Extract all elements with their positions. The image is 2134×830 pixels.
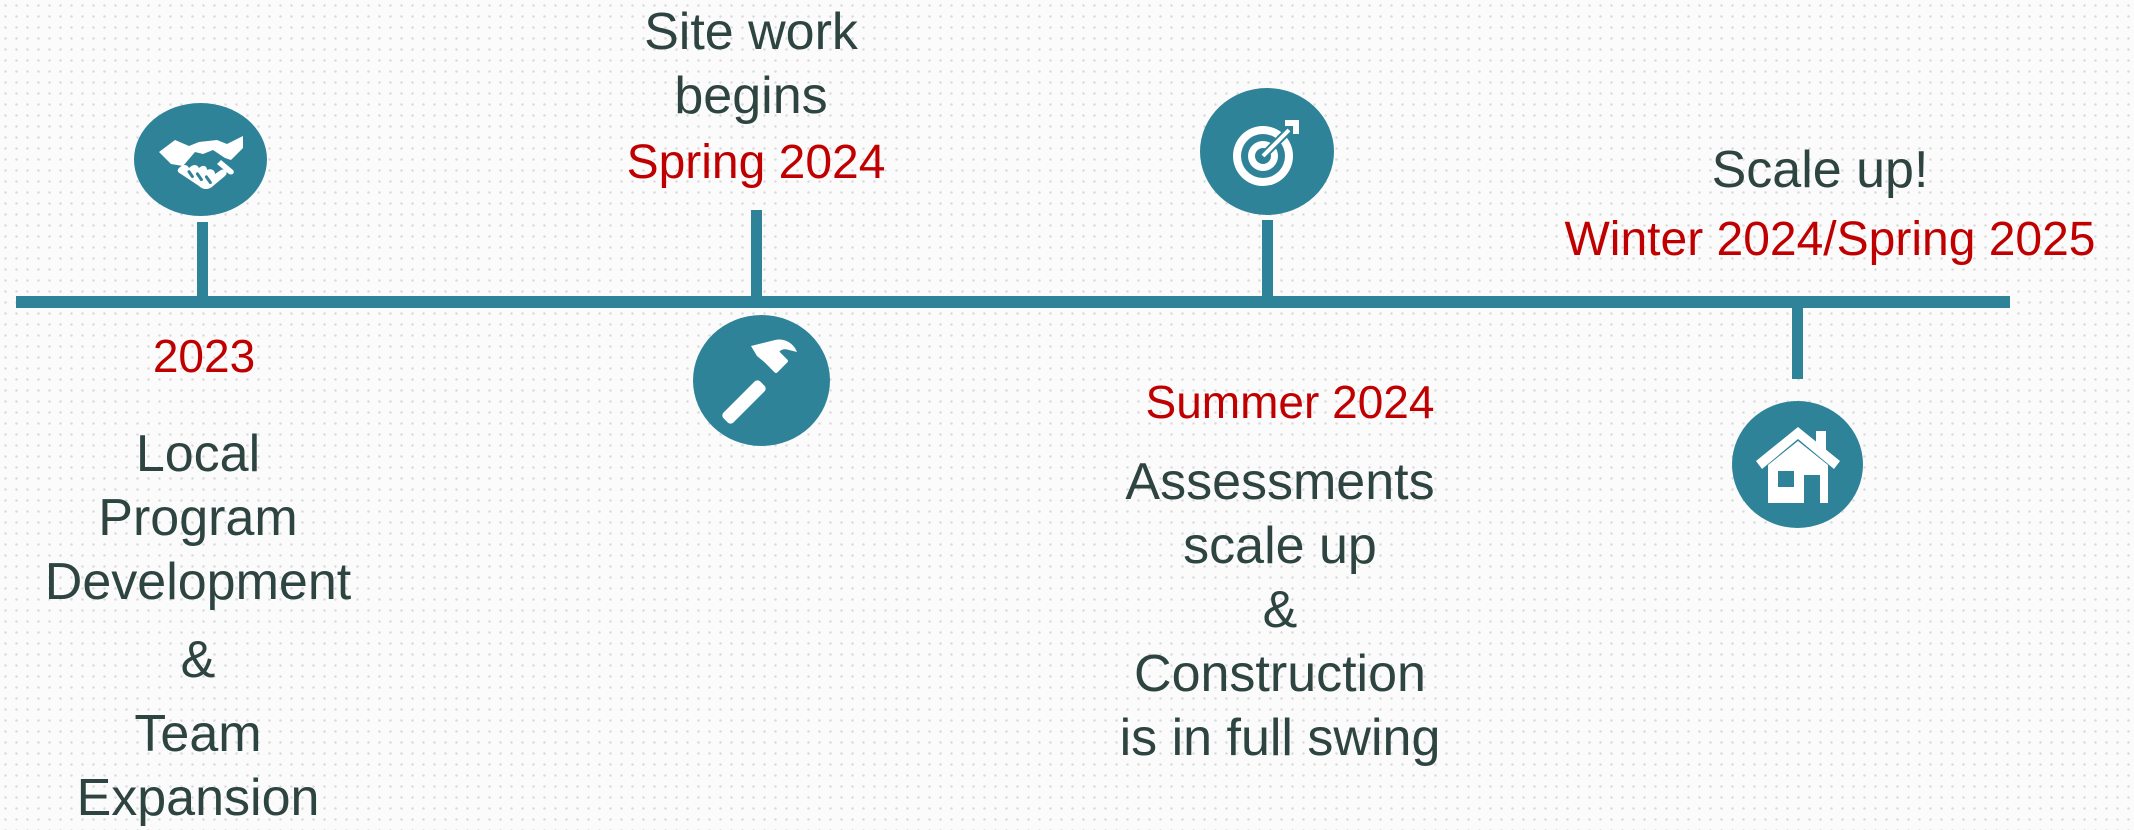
milestone-line: Assessments xyxy=(1125,453,1435,511)
milestone-date-spring-2024: Spring 2024 xyxy=(626,136,886,189)
milestone-text-summer-2024: Assessments scale up & Construction is i… xyxy=(1080,450,1480,770)
milestone-line: begins xyxy=(674,67,828,125)
milestone-text-spring-2024: Site work begins xyxy=(551,0,951,128)
milestone-line: Program xyxy=(98,489,298,547)
timeline-axis xyxy=(16,296,2010,308)
home-icon xyxy=(1755,425,1840,505)
stem-summer-2024 xyxy=(1262,220,1273,298)
stem-scale-up xyxy=(1792,306,1803,379)
milestone-line: Construction xyxy=(1134,645,1426,703)
milestone-date-summer-2024: Summer 2024 xyxy=(1145,376,1435,428)
milestone-line: Team xyxy=(134,705,262,763)
milestone-line: Expansion xyxy=(76,769,320,827)
handshake-icon xyxy=(158,130,243,190)
milestone-line: Local xyxy=(135,425,261,483)
milestone-node-2023 xyxy=(134,103,267,216)
milestone-line: Development xyxy=(44,553,352,611)
milestone-line: Site work xyxy=(644,3,858,61)
stem-spring-2024 xyxy=(751,210,762,298)
milestone-line: Scale up! xyxy=(1711,141,1929,199)
target-icon xyxy=(1227,112,1307,192)
hammer-icon xyxy=(717,336,807,426)
milestone-date-scale-up: Winter 2024/Spring 2025 xyxy=(1564,213,2096,266)
stem-2023 xyxy=(197,222,208,298)
milestone-node-summer-2024 xyxy=(1200,88,1334,215)
milestone-line: & xyxy=(180,631,216,689)
milestone-date-2023: 2023 xyxy=(152,330,256,382)
milestone-line: is in full swing xyxy=(1119,709,1441,767)
milestone-text-2023: Local Program Development & Team Expansi… xyxy=(0,422,396,830)
milestone-node-spring-2024 xyxy=(693,315,830,446)
milestone-text-scale-up: Scale up! xyxy=(1600,138,2040,202)
milestone-line: & xyxy=(1262,581,1298,639)
milestone-line: scale up xyxy=(1183,517,1377,575)
milestone-node-scale-up xyxy=(1732,401,1863,528)
